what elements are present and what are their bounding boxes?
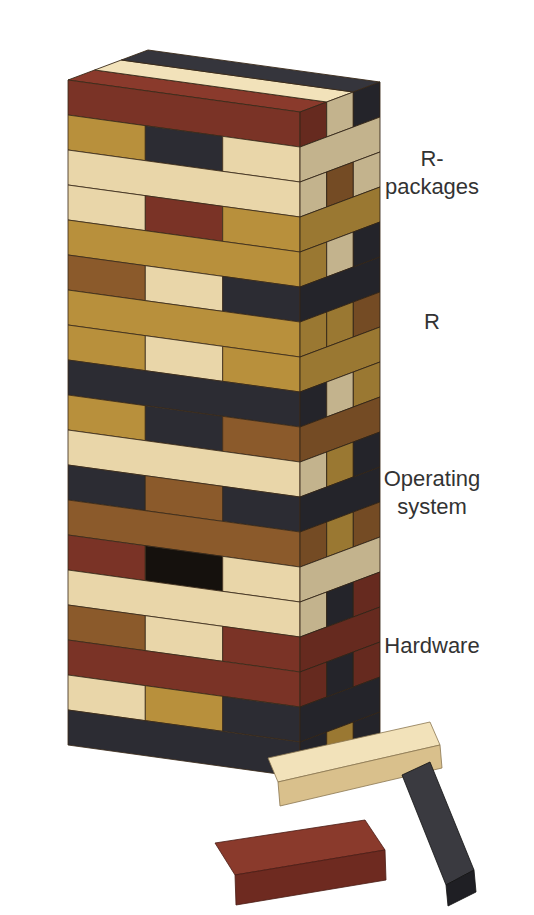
fallen-blocks [215,722,476,906]
tower-side-face [300,82,380,777]
layer-label: R- packages [385,145,479,201]
tower-front-face [68,80,300,777]
layer-label: R [424,308,440,336]
layer-label: Hardware [384,632,479,660]
layer-label: Operating system [384,465,481,521]
